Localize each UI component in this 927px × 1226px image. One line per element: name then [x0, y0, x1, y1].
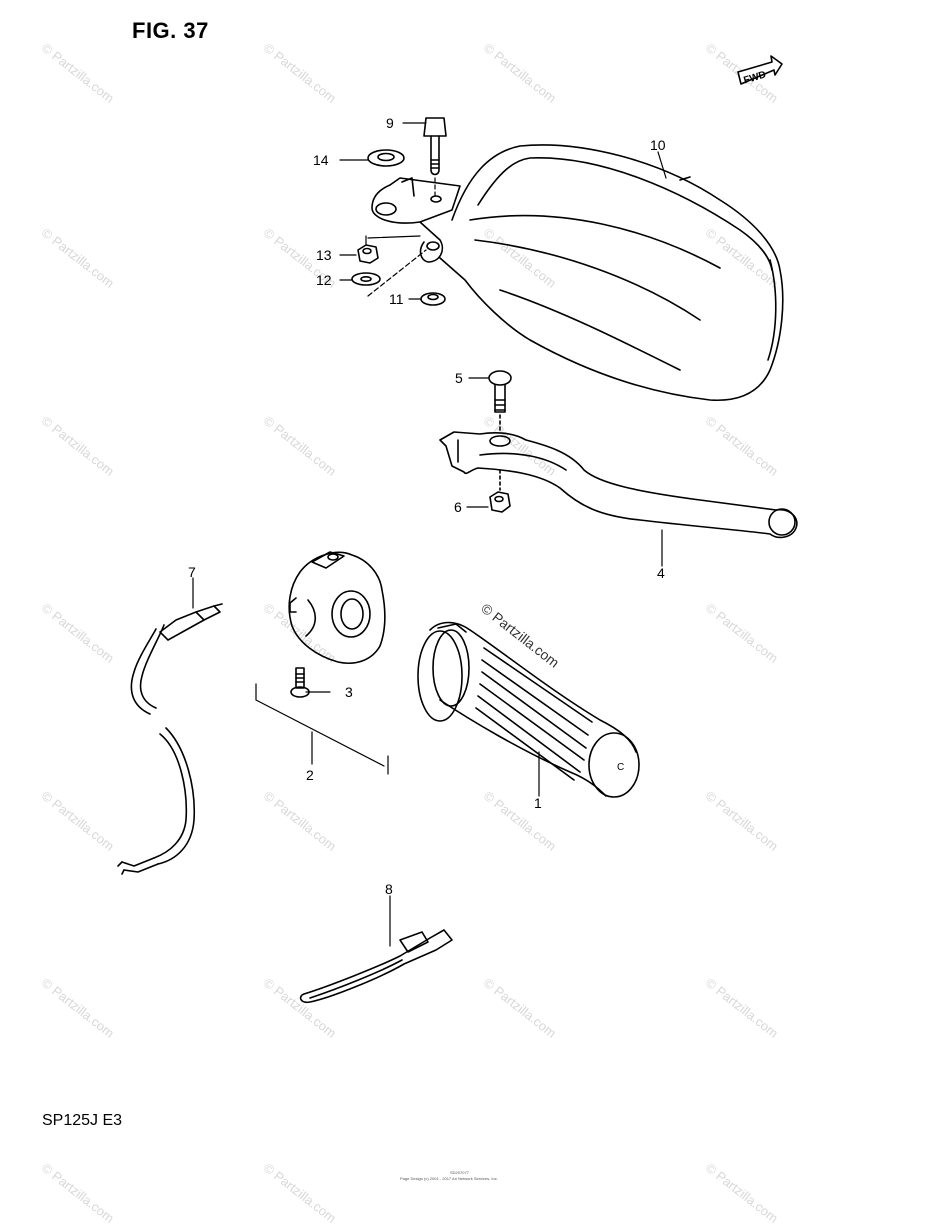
callout-4: 4	[657, 565, 665, 581]
leader-lines	[192, 122, 667, 947]
callout-1: 1	[534, 795, 542, 811]
callout-3: 3	[345, 684, 353, 700]
hand-guard-part	[371, 144, 784, 402]
callout-12: 12	[316, 272, 332, 288]
assembly-guide-lines	[365, 177, 436, 297]
footer-code: SD207077	[450, 1170, 469, 1175]
footer-copyright: Page Design (c) 2001 - 2017 Ari Network …	[400, 1176, 498, 1181]
pivot-bolt-part	[488, 370, 512, 431]
nut-part-6	[489, 469, 511, 513]
callout-8: 8	[385, 881, 393, 897]
callout-10: 10	[650, 137, 666, 153]
washer-part-11	[420, 292, 446, 306]
fwd-arrow-icon: FWD	[737, 55, 783, 86]
assembly-bracket	[255, 683, 389, 775]
handlebar-grip-part	[417, 621, 640, 798]
callout-7: 7	[188, 564, 196, 580]
callout-11: 11	[389, 291, 404, 307]
callout-14: 14	[313, 152, 329, 168]
model-label: SP125J E3	[42, 1112, 123, 1129]
washer-part-14	[367, 149, 405, 167]
callout-9: 9	[386, 115, 394, 131]
switch-housing-part	[288, 551, 386, 664]
lever-part	[439, 431, 798, 539]
figure-title: FIG. 37	[132, 18, 209, 43]
screw-part	[290, 667, 331, 698]
cable-tie-part	[299, 929, 453, 1004]
callout-5: 5	[455, 370, 463, 386]
nut-part-13	[357, 244, 379, 264]
bolt-part	[423, 117, 447, 176]
callout-6: 6	[454, 499, 462, 515]
grip-end-letter: C	[617, 762, 624, 773]
callout-2: 2	[306, 767, 314, 783]
wire-harness-part	[117, 603, 223, 875]
exploded-view-drawing: FWD	[117, 55, 798, 1004]
washer-part-12	[351, 272, 381, 286]
callout-13: 13	[316, 247, 332, 263]
